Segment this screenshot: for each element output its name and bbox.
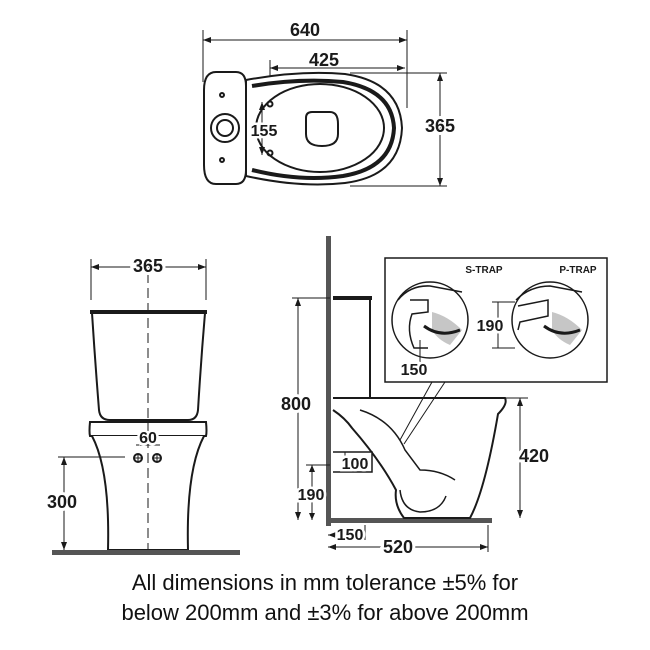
tolerance-caption-line-2: below 200mm and ±3% for above 200mm [121,600,529,625]
front-view [52,258,240,555]
front-fixing-height-label: 300 [47,492,77,512]
top-fixing-centres-label: 155 [251,123,278,140]
top-view [202,30,447,187]
p-trap-height-label: 190 [477,318,504,335]
side-s-trap-floor-height-label: 190 [298,487,325,504]
s-trap-wall-distance-label: 150 [401,362,428,379]
side-overall-height-label: 800 [281,394,311,414]
side-outlet-height-label: 100 [342,456,369,473]
s-trap-label: S-TRAP [465,265,503,276]
front-width-label: 365 [133,256,163,276]
tolerance-caption-line-1: All dimensions in mm tolerance ±5% for [131,570,519,595]
side-view [292,236,528,552]
side-projection-label: 520 [383,537,413,557]
top-seat-length-label: 425 [309,50,339,70]
side-seat-height-label: 420 [519,446,549,466]
front-fixing-spacing-label: 60 [139,430,157,447]
top-width-label: 365 [425,116,455,136]
side-wall-to-outlet-label: 150 [337,527,364,544]
p-trap-label: P-TRAP [559,265,597,276]
top-overall-length-label: 640 [290,20,320,40]
trap-inset [384,257,608,383]
